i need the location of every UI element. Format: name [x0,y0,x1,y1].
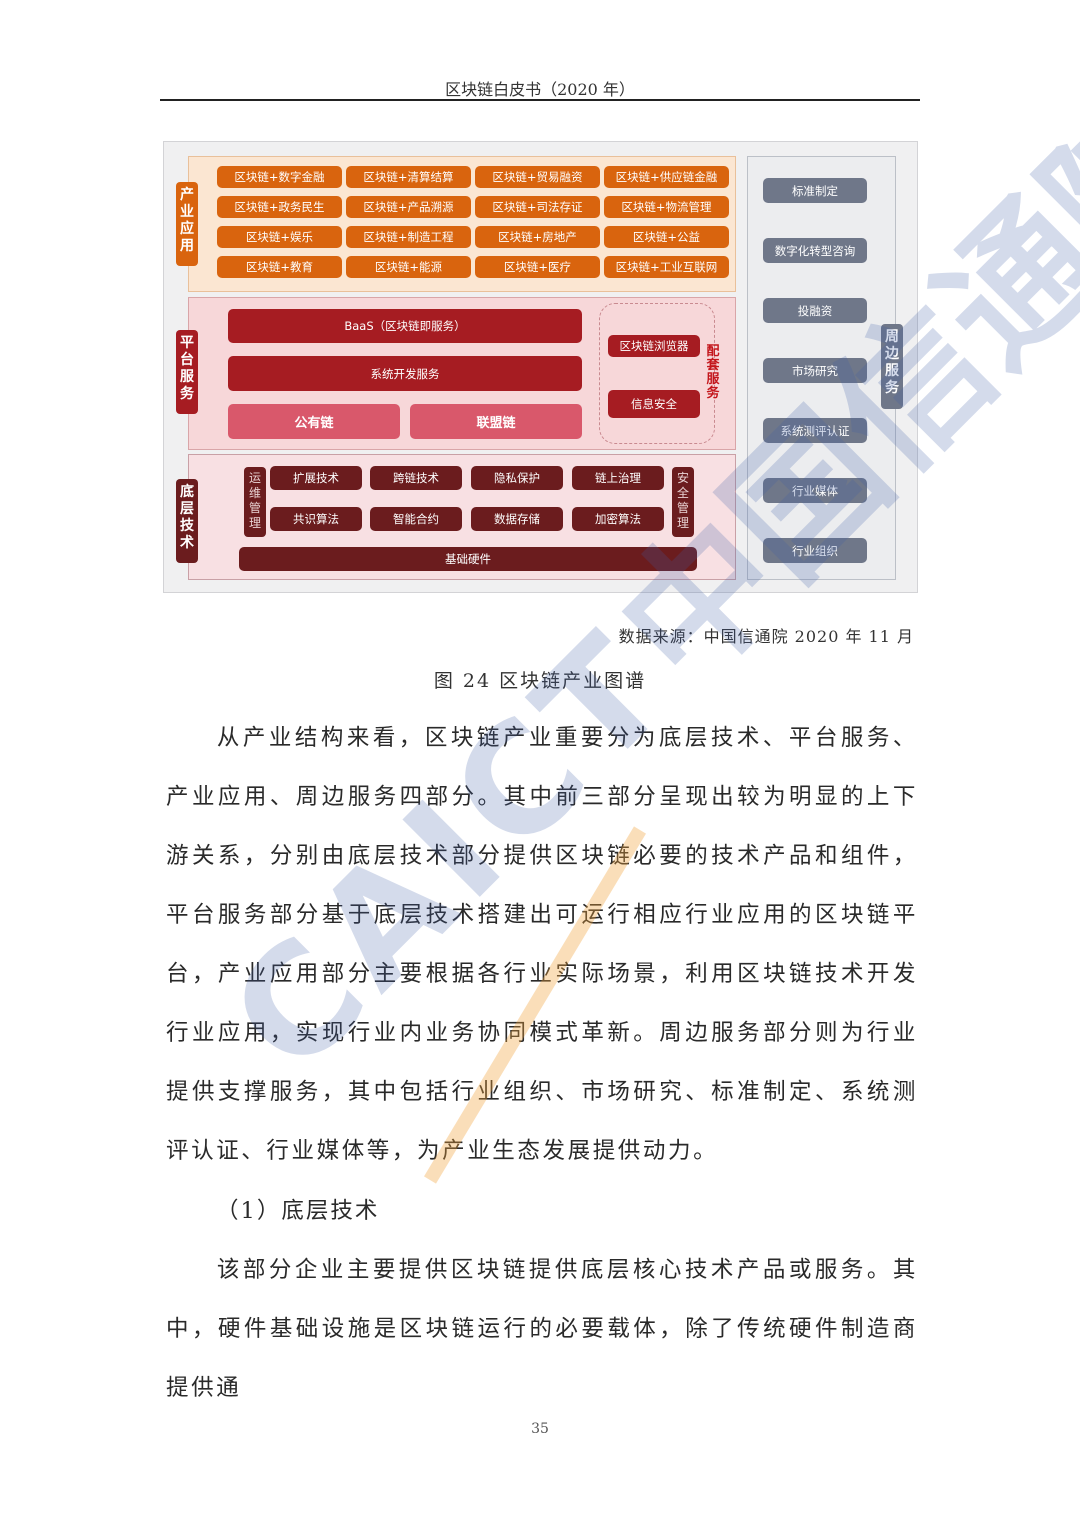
base-technology-item: 共识算法 [270,507,362,531]
security-management-block: 安全管理 [672,467,694,537]
header-rule [160,99,920,101]
section-subheading: （1）底层技术 [216,1198,380,1224]
industry-application-item: 区块链+房地产 [475,226,600,248]
page-number: 35 [531,1421,549,1437]
support-service-label: 配套服务 [706,344,720,401]
peripheral-service-item: 行业组织 [763,538,867,563]
industry-application-item: 区块链+教育 [217,256,342,278]
industry-application-item: 区块链+政务民生 [217,196,342,218]
layer-label-base-technology: 底层技术 [176,479,198,563]
consortium-chain-block: 联盟链 [410,404,582,439]
base-technology-item: 隐私保护 [471,466,563,490]
paragraph-2-text: 该部分企业主要提供区块链提供底层核心技术产品或服务。其中，硬件基础设施是区块链运… [166,1257,918,1401]
industry-application-item: 区块链+制造工程 [346,226,471,248]
figure-source: 数据来源：中国信通院 2020 年 11 月 [618,627,914,646]
paragraph-1-text: 从产业结构来看，区块链产业重要分为底层技术、平台服务、产业应用、周边服务四部分。… [166,725,918,1164]
system-development-block: 系统开发服务 [228,356,582,391]
public-chain-block: 公有链 [228,404,400,439]
layer-label-platform-service: 平台服务 [176,330,198,414]
peripheral-service-item: 行业媒体 [763,478,867,503]
running-header: 区块链白皮书（2020 年） [445,80,635,99]
peripheral-service-item: 系统测评认证 [763,418,867,443]
industry-application-item: 区块链+公益 [604,226,729,248]
industry-application-item: 区块链+清算结算 [346,166,471,188]
base-technology-item: 加密算法 [572,507,664,531]
body-paragraph-2: 该部分企业主要提供区块链提供底层核心技术产品或服务。其中，硬件基础设施是区块链运… [166,1241,918,1418]
industry-application-item: 区块链+贸易融资 [475,166,600,188]
industry-application-item: 区块链+医疗 [475,256,600,278]
industry-application-item: 区块链+能源 [346,256,471,278]
industry-application-item: 区块链+产品溯源 [346,196,471,218]
industry-application-item: 区块链+供应链金融 [604,166,729,188]
peripheral-service-item: 市场研究 [763,358,867,383]
peripheral-service-item: 数字化转型咨询 [763,238,867,263]
industry-application-item: 区块链+物流管理 [604,196,729,218]
base-technology-item: 跨链技术 [370,466,462,490]
industry-application-item: 区块链+娱乐 [217,226,342,248]
industry-application-item: 区块链+工业互联网 [604,256,729,278]
baas-block: BaaS（区块链即服务） [228,309,582,343]
basic-hardware-block: 基础硬件 [239,547,697,571]
body-paragraph-1: 从产业结构来看，区块链产业重要分为底层技术、平台服务、产业应用、周边服务四部分。… [166,709,918,1181]
base-technology-item: 链上治理 [572,466,664,490]
operations-management-block: 运维管理 [244,467,266,537]
figure-caption: 图 24 区块链产业图谱 [433,670,647,692]
industry-map-figure: 产业应用 区块链+数字金融区块链+清算结算区块链+贸易融资区块链+供应链金融区块… [163,141,918,593]
information-security-block: 信息安全 [608,390,700,418]
layer-label-peripheral-services: 周边服务 [881,324,903,409]
industry-application-item: 区块链+数字金融 [217,166,342,188]
blockchain-explorer-block: 区块链浏览器 [608,335,700,357]
base-technology-item: 数据存储 [471,507,563,531]
layer-label-industry-application: 产业应用 [176,182,198,266]
base-technology-item: 扩展技术 [270,466,362,490]
support-service-group [599,303,715,444]
industry-application-item: 区块链+司法存证 [475,196,600,218]
peripheral-service-item: 投融资 [763,298,867,323]
base-technology-item: 智能合约 [370,507,462,531]
peripheral-service-item: 标准制定 [763,178,867,203]
